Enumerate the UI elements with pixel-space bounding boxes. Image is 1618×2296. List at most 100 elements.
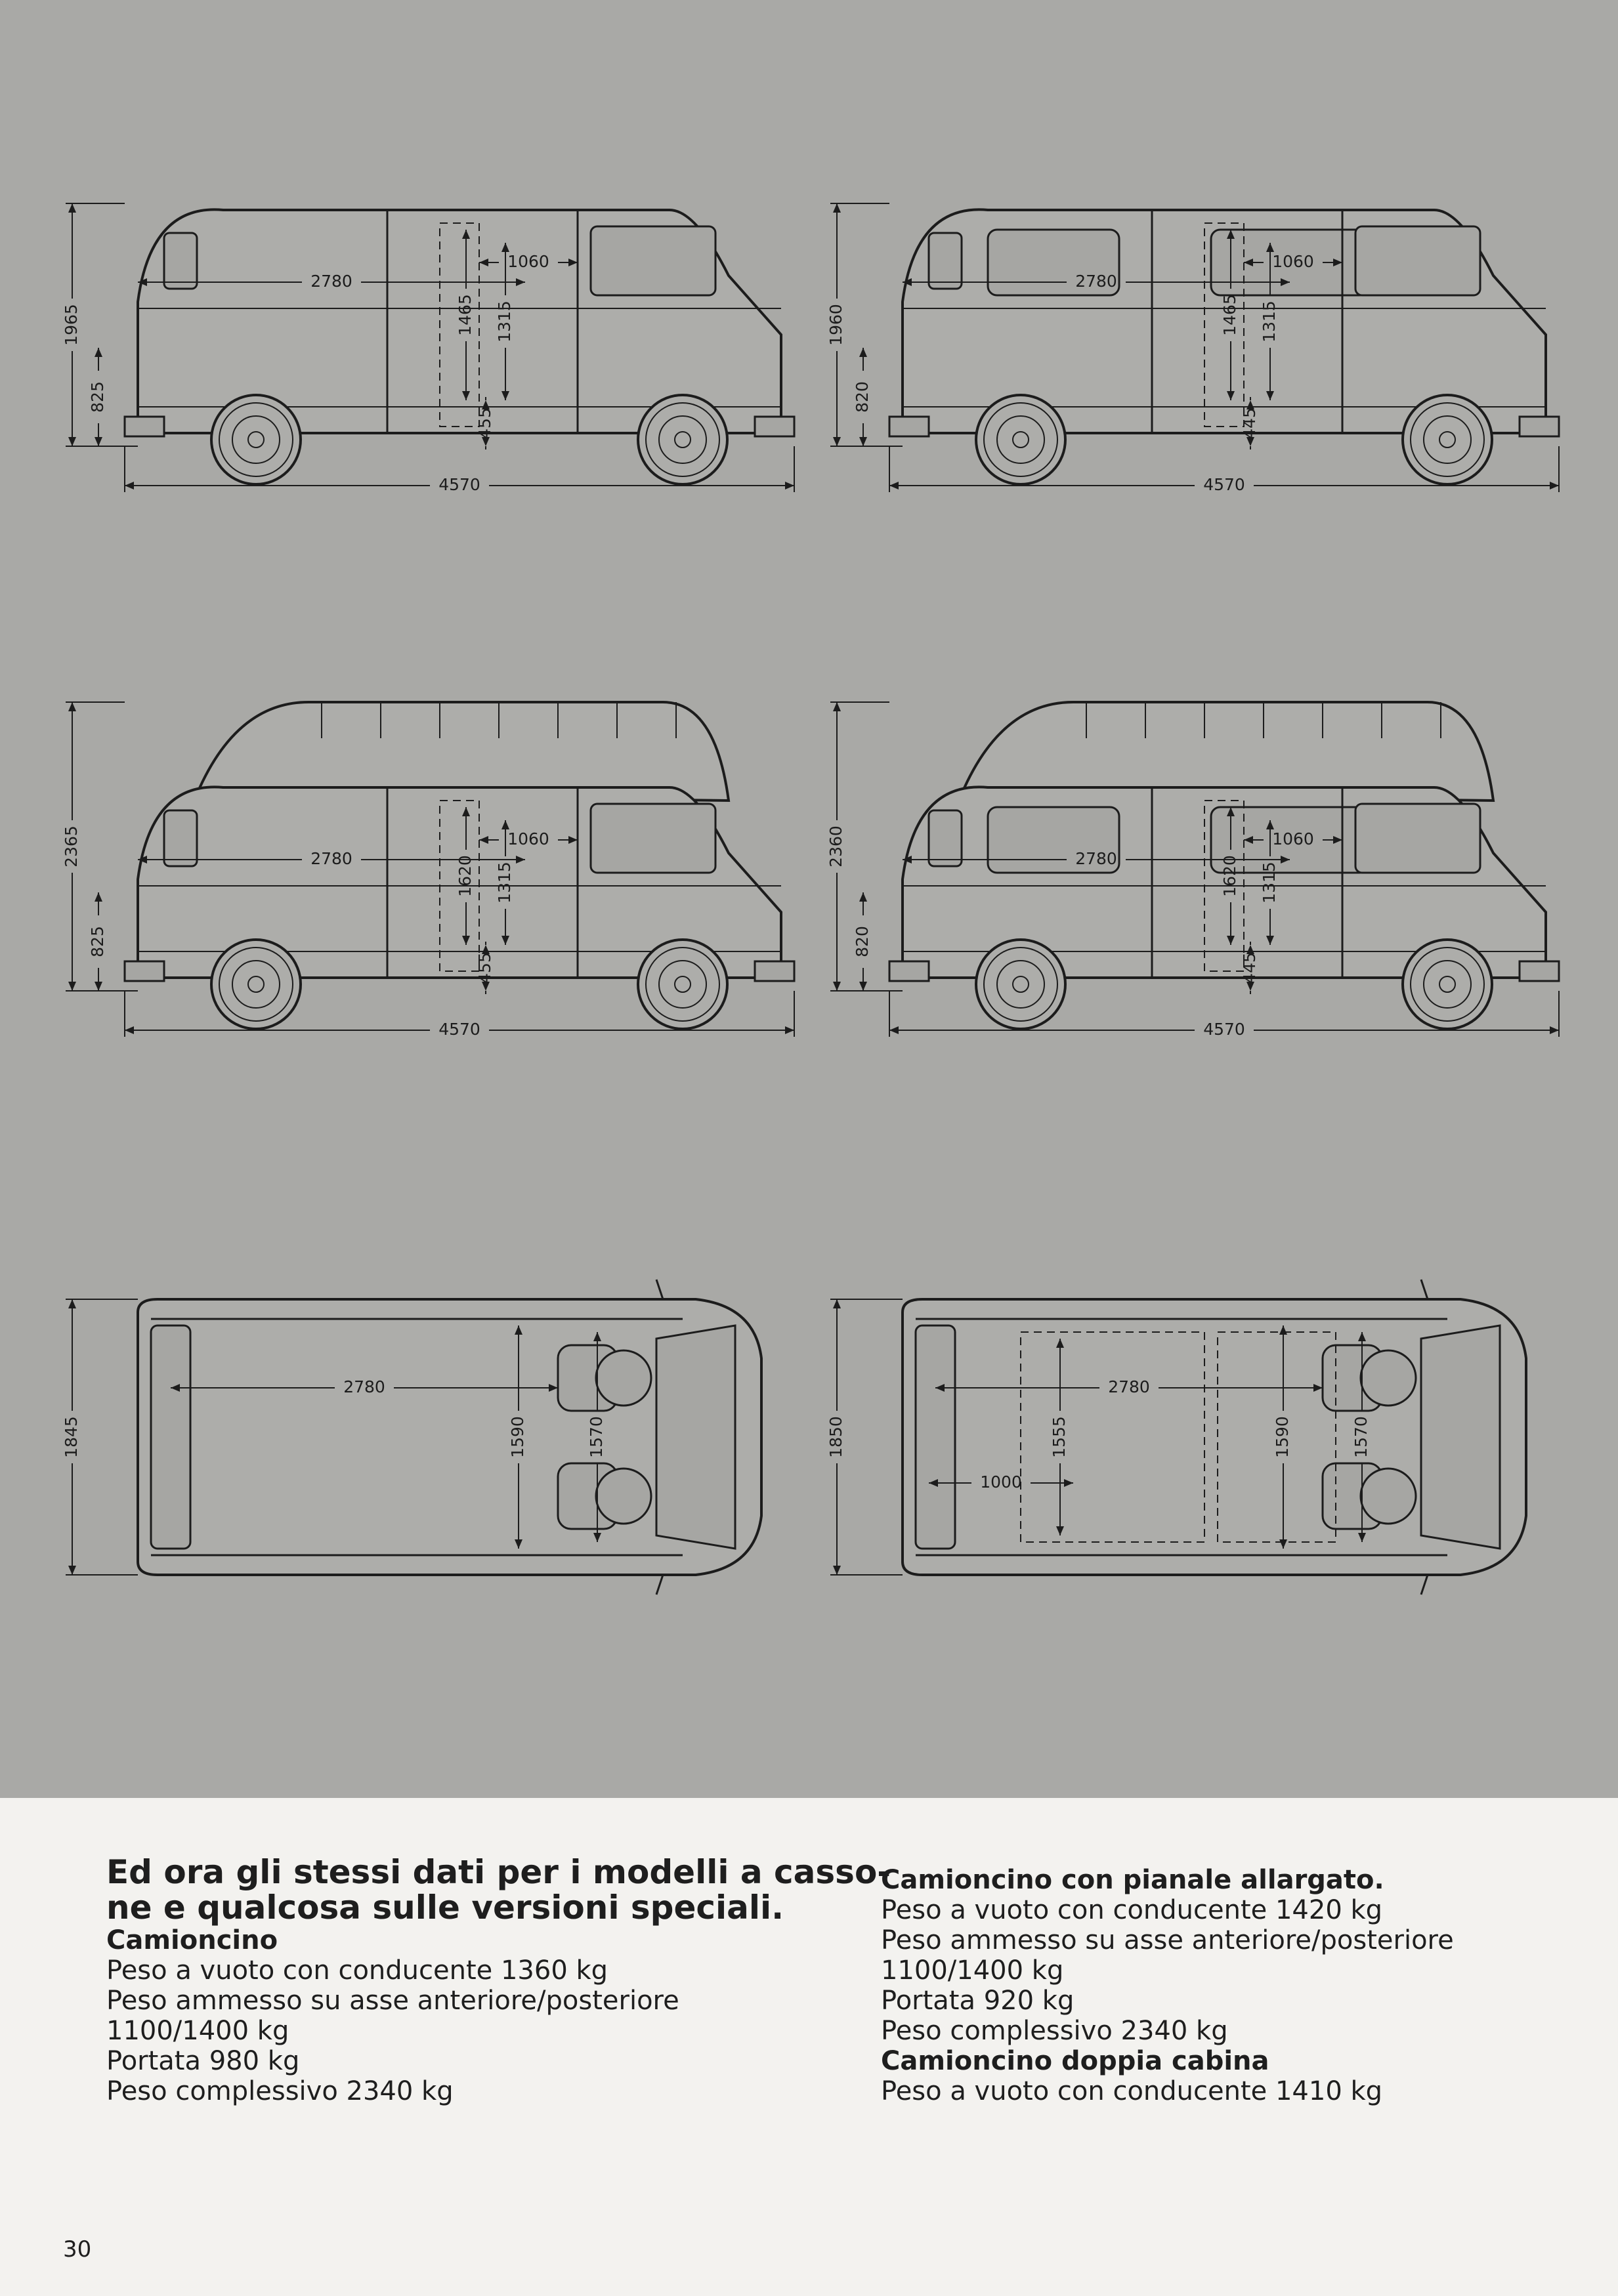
door-width-dim bbox=[479, 836, 578, 844]
step-height-dim bbox=[1246, 397, 1254, 449]
height-dim-label: 2360 bbox=[826, 825, 845, 867]
rear-bench-area bbox=[1020, 1331, 1205, 1543]
wheel bbox=[210, 938, 302, 1030]
floor-height-dim-label: 825 bbox=[88, 926, 107, 957]
front-bumper bbox=[754, 960, 796, 982]
rear-bumper bbox=[888, 415, 930, 438]
spec-line: Peso ammesso su asse anteriore/posterior… bbox=[106, 1986, 679, 2016]
rear-bumper bbox=[123, 415, 165, 438]
top-view-van: 1845 2780 1590 1570 bbox=[53, 1273, 814, 1601]
steering-wheel bbox=[595, 1467, 652, 1525]
side-window bbox=[987, 228, 1120, 297]
door-opening bbox=[1204, 800, 1245, 972]
cab-width-dim-label: 1570 bbox=[587, 1416, 606, 1458]
door-height-dim bbox=[462, 807, 470, 945]
door-opening bbox=[1204, 222, 1245, 427]
step-height-dim bbox=[482, 942, 490, 994]
side-view-low-roof-van: 1965 825 1060 2780 1465 1315 455 4570 bbox=[53, 177, 814, 505]
wheelbase-dim bbox=[171, 1384, 558, 1392]
rear-length-dim bbox=[929, 1479, 1073, 1487]
steering-wheel bbox=[1359, 1467, 1417, 1525]
wheel bbox=[210, 394, 302, 486]
spec-line: Peso complessivo 2340 kg bbox=[106, 2076, 454, 2106]
step-height-dim-label: 445 bbox=[1240, 952, 1259, 984]
subheading-doppia-cabina: Camioncino doppia cabina bbox=[881, 2046, 1269, 2076]
text-column-right: Camioncino con pianale allargato. Peso a… bbox=[881, 1865, 1454, 2106]
steering-wheel bbox=[595, 1349, 652, 1407]
front-bumper bbox=[754, 415, 796, 438]
length-dim-label: 4570 bbox=[438, 1020, 480, 1039]
spec-line: Peso complessivo 2340 kg bbox=[881, 2016, 1228, 2046]
high-roof bbox=[959, 701, 1495, 803]
step-height-dim bbox=[1246, 942, 1254, 994]
spec-line: Portata 980 kg bbox=[106, 2046, 300, 2076]
wheelbase-dim bbox=[138, 278, 525, 286]
inner-height-dim bbox=[501, 820, 509, 945]
spec-line: 1100/1400 kg bbox=[106, 2016, 289, 2046]
side-view-low-roof-bus: 1960 820 1060 2780 1465 1315 445 4570 bbox=[817, 177, 1579, 505]
rear-width-dim-label: 1555 bbox=[1050, 1416, 1069, 1458]
floor-height-dim bbox=[95, 892, 102, 991]
wheel bbox=[1401, 938, 1493, 1030]
high-roof bbox=[194, 701, 731, 803]
door-width-dim bbox=[1244, 836, 1342, 844]
heading-line-2: ne e qualcosa sulle versioni speciali. bbox=[106, 1889, 784, 1927]
wheelbase-dim-label: 2780 bbox=[343, 1377, 385, 1396]
page-number: 30 bbox=[63, 2236, 92, 2263]
rear-window bbox=[150, 1324, 192, 1550]
door-opening bbox=[439, 222, 480, 427]
inner-width-dim-label: 1590 bbox=[1273, 1416, 1292, 1458]
wheelbase-dim bbox=[903, 278, 1290, 286]
wheelbase-dim-label: 2780 bbox=[310, 849, 352, 868]
air-vent bbox=[927, 809, 963, 867]
width-dim bbox=[833, 1299, 841, 1575]
wheel bbox=[975, 394, 1067, 486]
rear-width-dim bbox=[1056, 1339, 1064, 1535]
inner-height-dim-label: 1315 bbox=[495, 301, 514, 343]
floor-height-dim-label: 825 bbox=[88, 381, 107, 413]
door-opening bbox=[439, 800, 480, 972]
air-vent bbox=[163, 809, 198, 867]
cab-width-dim bbox=[1358, 1332, 1366, 1542]
length-dim bbox=[125, 482, 794, 490]
rear-bumper bbox=[123, 960, 165, 982]
height-dim bbox=[68, 702, 76, 991]
inner-height-dim-label: 1315 bbox=[495, 862, 514, 904]
inner-height-dim bbox=[1266, 243, 1274, 400]
width-dim bbox=[68, 1299, 76, 1575]
text-column-left: Ed ora gli stessi dati per i modelli a c… bbox=[106, 1854, 891, 2106]
floor-height-dim bbox=[95, 348, 102, 446]
cab-width-dim-label: 1570 bbox=[1352, 1416, 1371, 1458]
spec-line: Peso ammesso su asse anteriore/posterior… bbox=[881, 1925, 1454, 1955]
spec-line: Peso a vuoto con conducente 1360 kg bbox=[106, 1955, 608, 1986]
door-height-dim-label: 1465 bbox=[456, 294, 475, 336]
wheelbase-dim-label: 2780 bbox=[1108, 1377, 1150, 1396]
length-dim bbox=[889, 1026, 1559, 1034]
cab-window bbox=[589, 225, 717, 297]
door-width-dim bbox=[479, 259, 578, 266]
cab-window bbox=[1354, 225, 1481, 297]
wheelbase-dim-label: 2780 bbox=[1075, 272, 1117, 291]
top-view-bus: 1850 1555 1000 2780 1590 1570 bbox=[817, 1273, 1579, 1601]
door-height-dim-label: 1620 bbox=[456, 855, 475, 897]
inner-width-dim bbox=[515, 1325, 522, 1549]
side-view-high-roof-van: 2365 825 1060 2780 1620 1315 455 4570 bbox=[53, 669, 814, 1050]
rear-bumper bbox=[888, 960, 930, 982]
height-dim bbox=[833, 702, 841, 991]
side-window bbox=[987, 806, 1120, 874]
door-width-dim-label: 1060 bbox=[1272, 252, 1314, 271]
height-dim-label: 1965 bbox=[62, 304, 81, 346]
door-height-dim bbox=[462, 230, 470, 400]
step-height-dim bbox=[482, 397, 490, 449]
wheelbase-dim bbox=[903, 856, 1290, 864]
wheelbase-dim bbox=[138, 856, 525, 864]
front-bumper bbox=[1518, 415, 1560, 438]
spec-line: Peso a vuoto con conducente 1410 kg bbox=[881, 2076, 1383, 2106]
height-dim-label: 1960 bbox=[826, 304, 845, 346]
wheelbase-dim-label: 2780 bbox=[1075, 849, 1117, 868]
inner-height-dim-label: 1315 bbox=[1260, 862, 1279, 904]
width-dim-label: 1845 bbox=[62, 1416, 81, 1458]
floor-height-dim-label: 820 bbox=[853, 381, 872, 413]
step-height-dim-label: 455 bbox=[475, 407, 494, 439]
cab-window bbox=[1354, 803, 1481, 874]
